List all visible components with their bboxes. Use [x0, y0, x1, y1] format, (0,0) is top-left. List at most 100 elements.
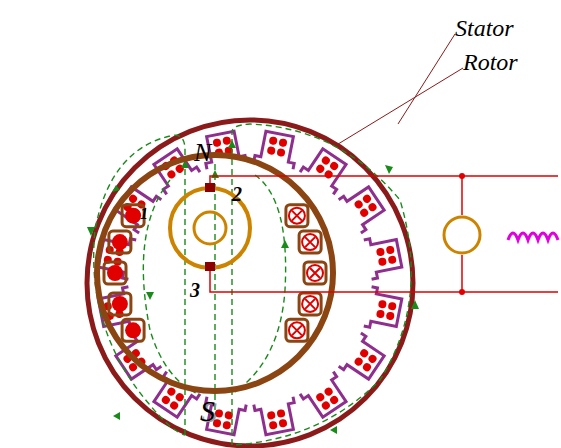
- stator-slot: [364, 234, 403, 279]
- slot-outline: [339, 182, 388, 233]
- terminal-number: 2: [232, 184, 242, 204]
- stator-conductor: [276, 148, 285, 157]
- stator-conductor: [267, 146, 276, 155]
- stator-conductor: [212, 138, 221, 147]
- stator-conductor: [359, 348, 370, 359]
- stator-conductor: [376, 247, 385, 256]
- stator-conductor: [166, 386, 177, 397]
- brush: [205, 183, 215, 192]
- stator-slot: [339, 182, 388, 233]
- stator-conductor: [174, 392, 185, 403]
- part-name: Rotor: [463, 50, 518, 74]
- conductor-in: [302, 296, 318, 312]
- stator-conductor: [386, 311, 395, 320]
- stator-conductor: [323, 169, 334, 180]
- stator-conductor: [329, 394, 340, 405]
- conductor-out: [112, 296, 128, 312]
- slot-outline: [254, 397, 299, 436]
- stator-slot: [149, 372, 200, 421]
- stator-conductor: [378, 300, 387, 309]
- stator-conductor: [388, 301, 397, 310]
- slot-outline: [201, 397, 246, 436]
- conductor-in: [289, 322, 305, 338]
- stator-conductor: [386, 245, 395, 254]
- stator-conductor: [367, 202, 378, 213]
- stator-conductor: [315, 392, 326, 403]
- flux-arrows: [87, 140, 419, 434]
- rotor-slot: [104, 262, 126, 284]
- field-wires: [210, 176, 558, 292]
- pole-label: N: [194, 140, 211, 166]
- stator-conductor: [361, 193, 372, 204]
- conductor-cross: [305, 299, 315, 309]
- conductor-out: [125, 208, 141, 224]
- stator-conductor: [268, 421, 277, 430]
- part-name: Stator: [455, 16, 514, 40]
- stator-conductor: [278, 419, 287, 428]
- stator-conductor: [268, 136, 277, 145]
- slot-outline: [339, 333, 388, 384]
- stator-conductor: [320, 155, 331, 166]
- conductor-out: [125, 322, 141, 338]
- slot-outline: [364, 234, 403, 279]
- rotor-slot: [122, 319, 144, 341]
- ac-supply-symbol: [508, 233, 558, 240]
- stator-slot: [339, 333, 388, 384]
- slot-outline: [149, 372, 200, 421]
- stator-conductor: [353, 199, 364, 210]
- conductor-cross: [292, 211, 302, 221]
- conductor-in: [307, 265, 323, 281]
- stator-conductor: [353, 356, 364, 367]
- rotor-slot: [299, 231, 321, 253]
- stator-conductor: [160, 394, 171, 405]
- stator-conductor: [166, 169, 177, 180]
- conductor-cross: [292, 325, 302, 335]
- slot-outline: [364, 287, 403, 332]
- conductor-in: [302, 234, 318, 250]
- stator-conductor: [214, 409, 223, 418]
- terminal-number: 3: [190, 280, 200, 300]
- stator-slot: [300, 146, 351, 195]
- rotor-conductors: [104, 205, 326, 342]
- stator-conductor: [329, 160, 340, 171]
- leader-line: [398, 34, 455, 124]
- rotor-slot: [109, 231, 131, 253]
- stator-slot: [201, 397, 246, 436]
- rotor-body: [97, 155, 333, 391]
- rotor-slot: [286, 319, 308, 341]
- stator-conductor: [169, 400, 180, 411]
- stator-slot: [364, 287, 403, 332]
- terminal-number: 1: [140, 206, 148, 222]
- stator-conductor: [278, 138, 287, 147]
- stator-conductor: [361, 362, 372, 373]
- shaft: [194, 212, 226, 244]
- rotor-slot: [286, 205, 308, 227]
- stator-conductor: [323, 386, 334, 397]
- stator-conductor: [367, 353, 378, 364]
- stator-conductor: [320, 400, 331, 411]
- stator-conductor: [315, 163, 326, 174]
- conductor-in: [289, 208, 305, 224]
- rotor-slot: [109, 293, 131, 315]
- rotor-slot: [304, 262, 326, 284]
- junction-dot: [459, 173, 465, 179]
- stator-conductor: [376, 309, 385, 318]
- stator-conductor: [388, 255, 397, 264]
- conductor-out: [112, 234, 128, 250]
- stator-slot: [300, 372, 351, 421]
- stator-conductor: [359, 207, 370, 218]
- slot-outline: [300, 372, 351, 421]
- stator-conductor: [276, 409, 285, 418]
- dc-source: [444, 217, 480, 253]
- stator-conductor: [222, 421, 231, 430]
- stator-conductor: [267, 411, 276, 420]
- flux-lines: [94, 124, 412, 445]
- junction-dot: [459, 289, 465, 295]
- conductor-out: [107, 265, 123, 281]
- pole-label: S: [200, 396, 215, 426]
- leader-line: [325, 68, 463, 152]
- slot-outline: [300, 146, 351, 195]
- stator-frame: [87, 120, 413, 446]
- conductor-cross: [305, 237, 315, 247]
